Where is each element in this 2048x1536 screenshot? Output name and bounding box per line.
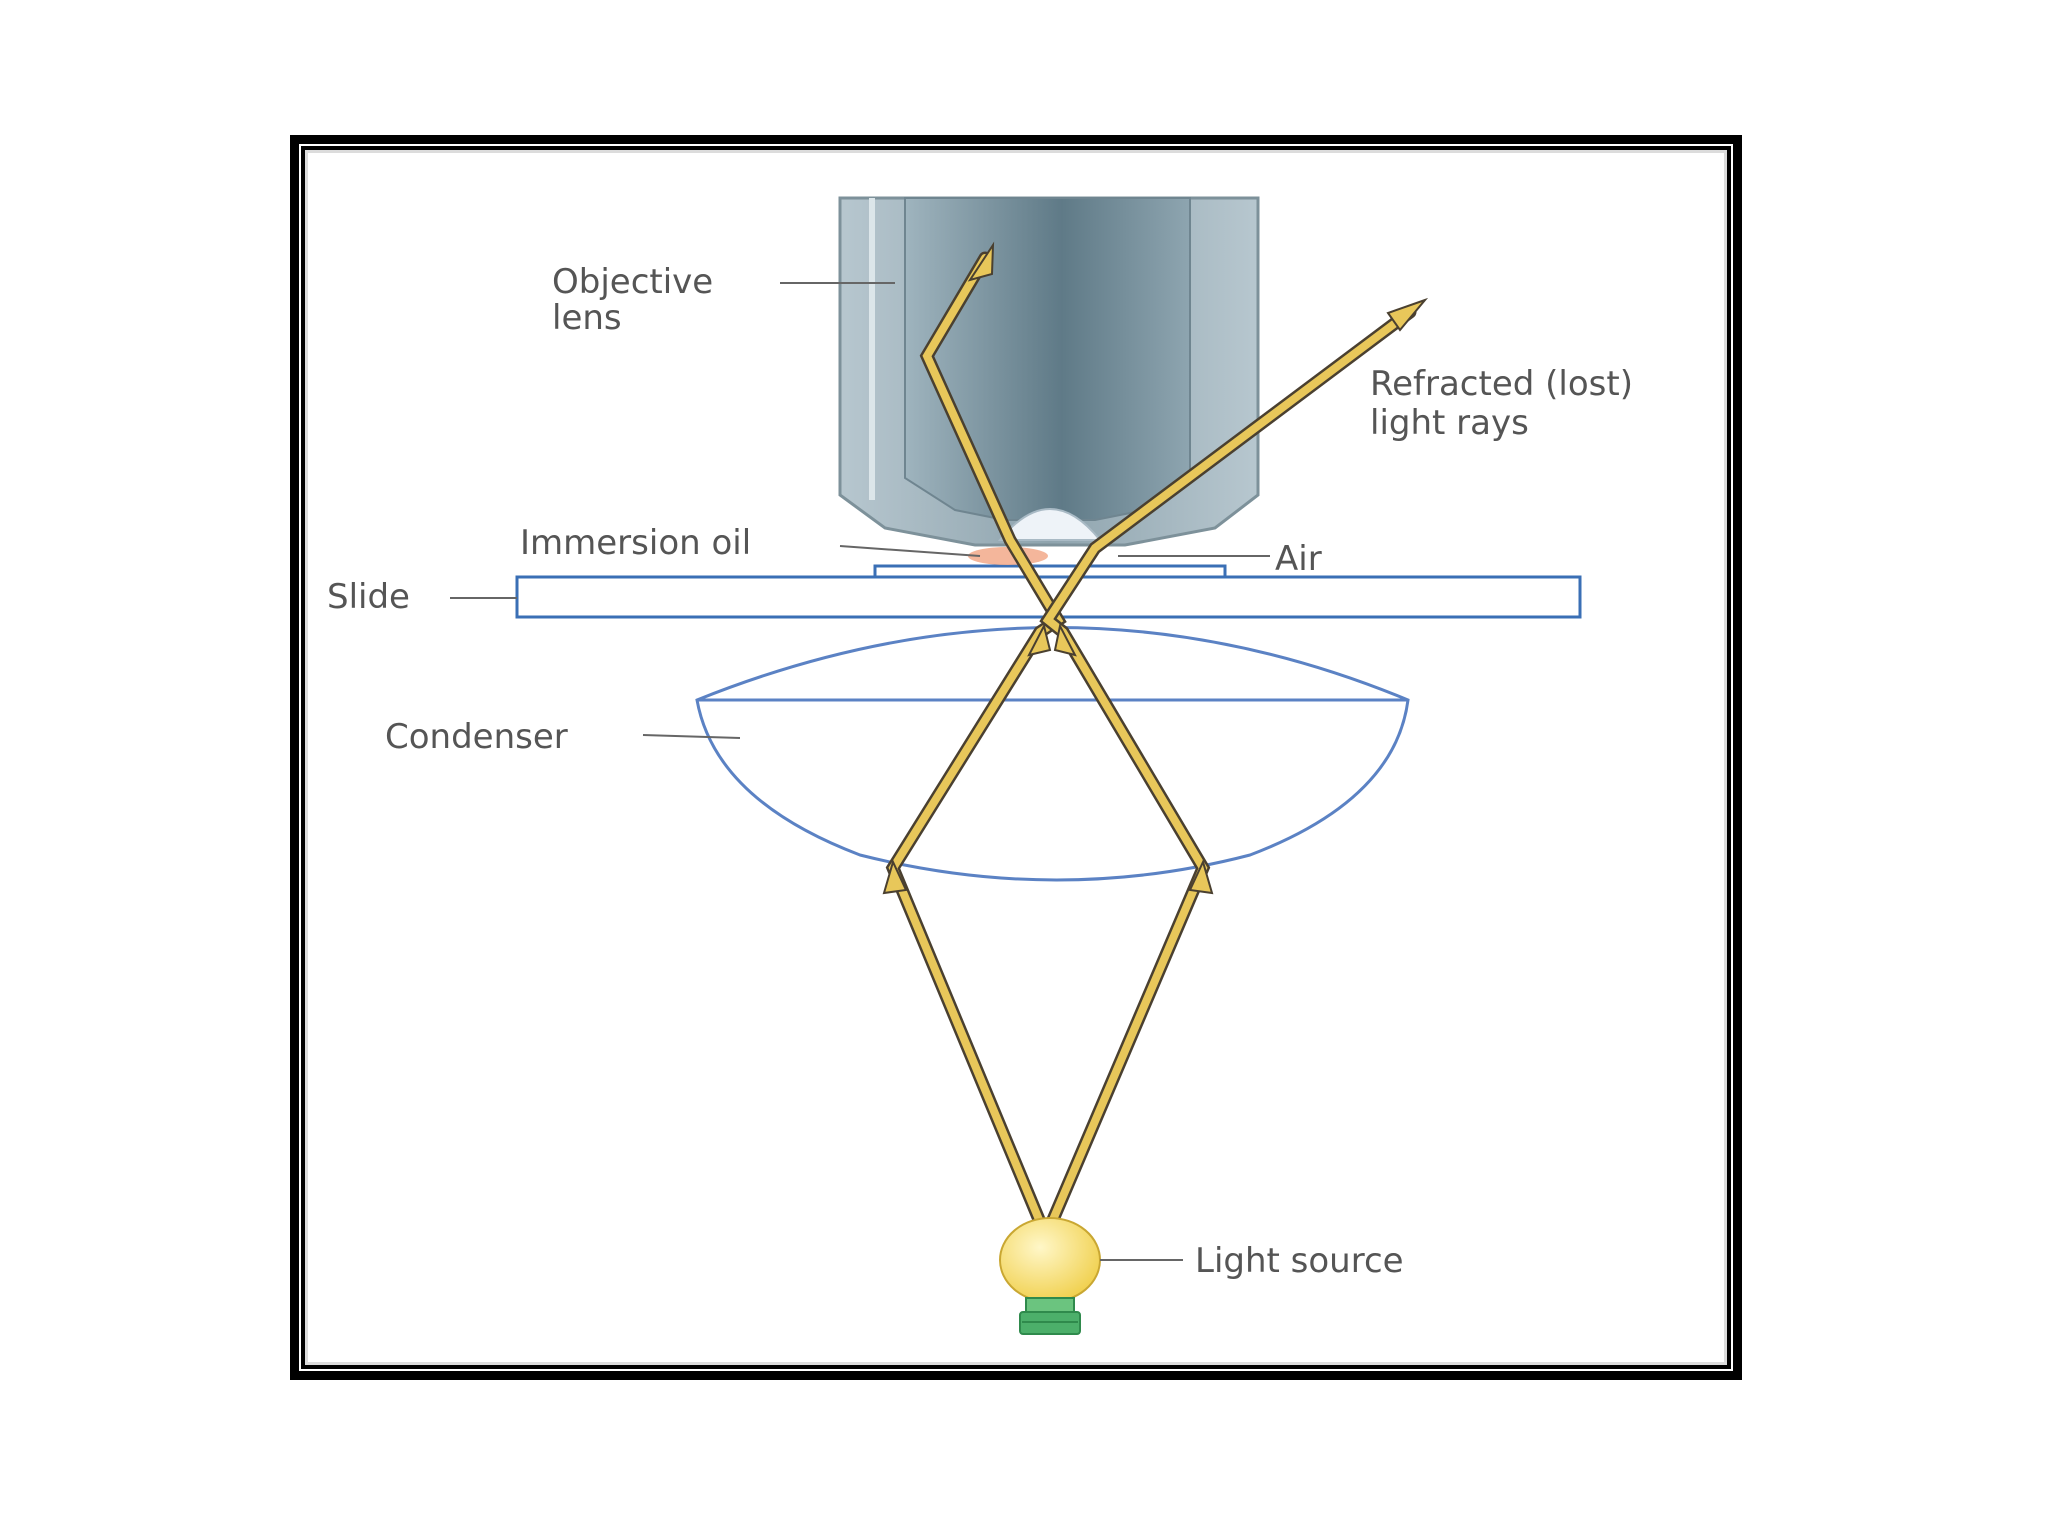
label-immersion-oil: Immersion oil: [520, 523, 751, 563]
label-objective-line1: Objective: [552, 262, 713, 302]
arrowhead-right-slide: [1053, 623, 1077, 657]
objective-lens-body-inner: [904, 197, 1191, 521]
label-light-source: Light source: [1195, 1241, 1404, 1281]
arrowhead-left-slide: [1027, 623, 1052, 657]
light-bulb-glass: [999, 1217, 1101, 1303]
coverslip: [873, 564, 1227, 579]
leader-lines: [450, 282, 1270, 1261]
frame-inner-border: [301, 146, 1731, 1369]
objective-lens: [838, 196, 1260, 547]
leader-immersion-oil: [839, 545, 981, 557]
arrowhead-right-condenser-entry: [1188, 859, 1214, 895]
label-objective-line2: lens: [552, 298, 622, 338]
right-ray: [1039, 305, 1417, 1229]
arrowhead-left-condenser-entry: [882, 859, 908, 895]
light-rays: [882, 241, 1429, 1229]
light-bulb-neck: [1025, 1297, 1075, 1313]
label-condenser: Condenser: [385, 717, 568, 757]
arrowhead-left-exit: [967, 241, 995, 282]
label-refracted-line1: Refracted (lost): [1370, 364, 1633, 404]
frame-outer-border: [290, 135, 1742, 1380]
condenser: [695, 626, 1410, 882]
light-bulb-icon: [999, 1217, 1101, 1335]
label-slide: Slide: [327, 577, 410, 617]
label-refracted-line2: light rays: [1370, 403, 1529, 443]
leader-condenser: [642, 734, 741, 739]
objective-front-lens: [997, 508, 1103, 541]
condenser-lens-outline: [695, 626, 1410, 882]
arrowhead-right-exit: [1386, 297, 1429, 332]
label-air: Air: [1275, 539, 1322, 579]
